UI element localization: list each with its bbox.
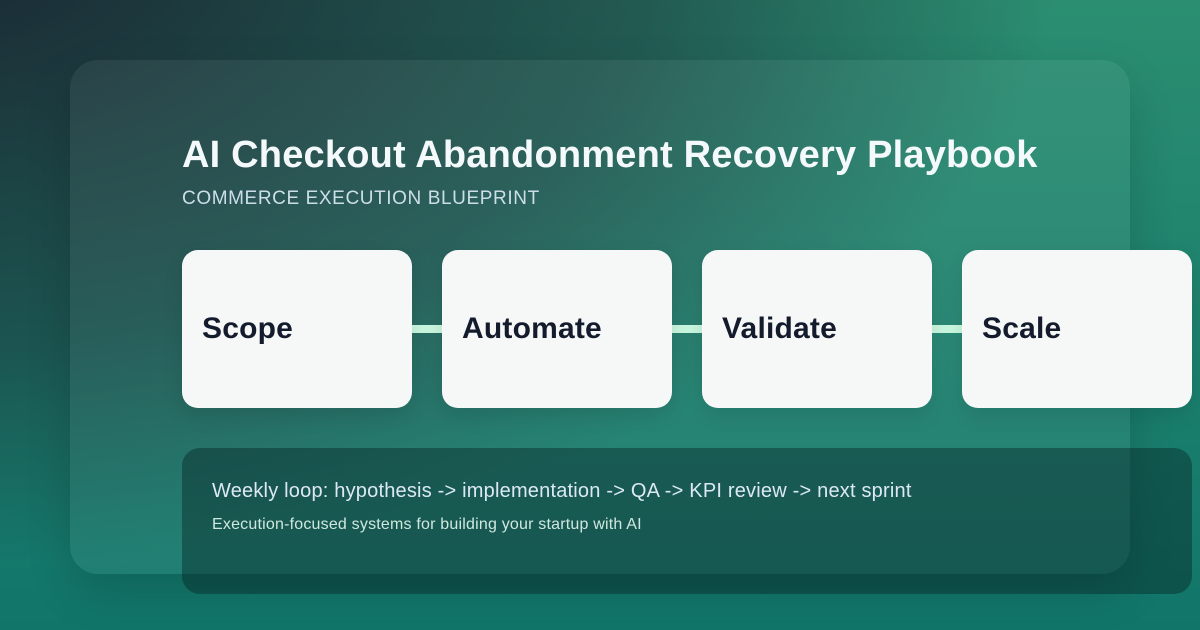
- step-label: Scale: [982, 312, 1062, 345]
- step-box-automate: Automate: [442, 250, 672, 408]
- step-label: Validate: [722, 312, 837, 345]
- content-card: AI Checkout Abandonment Recovery Playboo…: [70, 60, 1192, 594]
- weekly-loop-text: Weekly loop: hypothesis -> implementatio…: [212, 480, 912, 502]
- step-box-scope: Scope: [182, 250, 412, 408]
- weekly-loop-panel: Weekly loop: hypothesis -> implementatio…: [182, 448, 1192, 594]
- flow-steps: Scope Automate Validate Scale: [182, 250, 1192, 408]
- step-label: Scope: [202, 312, 294, 345]
- page-subtitle: COMMERCE EXECUTION BLUEPRINT: [182, 188, 540, 209]
- step-box-validate: Validate: [702, 250, 932, 408]
- flow-connector-line: [282, 325, 1092, 333]
- step-label: Automate: [462, 312, 602, 345]
- step-box-scale: Scale: [962, 250, 1192, 408]
- page-title: AI Checkout Abandonment Recovery Playboo…: [182, 134, 1038, 176]
- tagline-text: Execution-focused systems for building y…: [212, 516, 642, 533]
- process-flow: Scope Automate Validate Scale: [182, 250, 1192, 408]
